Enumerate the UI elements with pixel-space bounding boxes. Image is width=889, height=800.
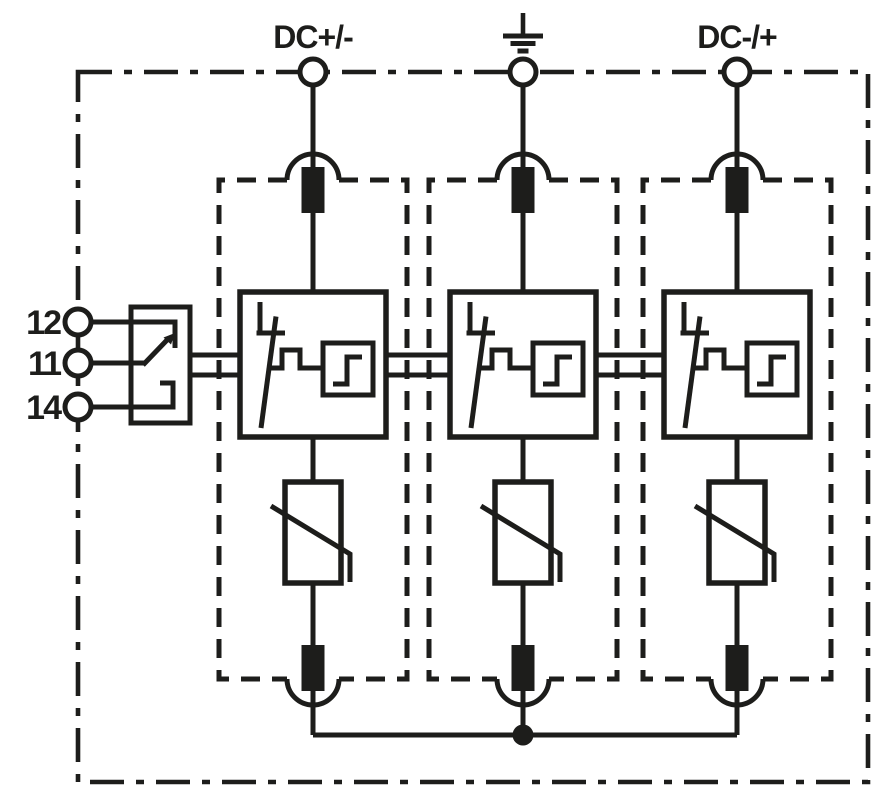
switch-blade-icon xyxy=(141,337,170,367)
terminal-circle-11 xyxy=(62,347,94,379)
switch-arrowhead-icon xyxy=(163,333,175,345)
protection-module-3 xyxy=(643,86,831,736)
terminal-label-12: 12 xyxy=(26,304,61,342)
terminal-circle-dc-plus-minus xyxy=(297,56,329,88)
terminal-label-dc-minus-plus: DC-/+ xyxy=(697,19,777,55)
top-terminals: DC+/- DC-/+ xyxy=(273,13,778,88)
protection-module-2 xyxy=(429,86,617,736)
junction-dot xyxy=(512,724,534,746)
terminal-label-11: 11 xyxy=(28,345,61,383)
terminal-circle-dc-minus-plus xyxy=(721,56,753,88)
contact-12-wire xyxy=(78,319,178,348)
contact-box xyxy=(128,304,193,426)
earth-ground-icon xyxy=(503,13,543,54)
terminal-circle-earth xyxy=(507,56,539,88)
contact-14-wire xyxy=(78,380,176,410)
enclosure-border xyxy=(75,69,871,785)
left-terminals: 12 11 14 xyxy=(26,304,94,427)
terminal-circle-12 xyxy=(62,306,94,338)
remote-signalling-contact xyxy=(78,304,193,426)
protection-module-1 xyxy=(219,86,407,736)
terminal-label-dc-plus-minus: DC+/- xyxy=(273,19,353,55)
terminal-label-14: 14 xyxy=(26,389,62,427)
signalling-bus-lines xyxy=(190,352,664,378)
terminal-circle-14 xyxy=(62,391,94,423)
